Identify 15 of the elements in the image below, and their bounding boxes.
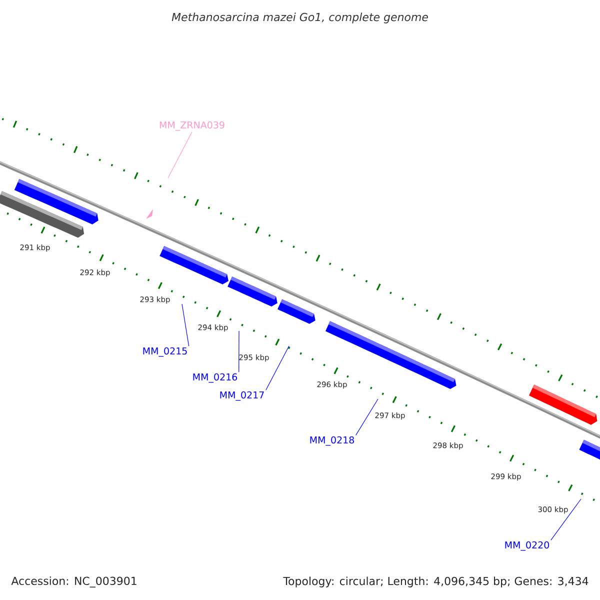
leader-line xyxy=(182,304,190,346)
gene-label: MM_0216 xyxy=(193,373,238,383)
gene-label: MM_0220 xyxy=(505,541,550,551)
leader-line xyxy=(168,132,192,178)
leader-line xyxy=(356,398,378,436)
gene-label: MM_0218 xyxy=(310,436,354,446)
gene-label: MM_0217 xyxy=(220,391,264,401)
gene-label: MM_ZRNA039 xyxy=(160,121,224,131)
title: Methanosarcina mazei Go1, complete genome xyxy=(172,12,428,24)
gene-label: MM_0215 xyxy=(143,347,187,357)
leader-line xyxy=(550,498,582,540)
accession-text: Accession: NC_003901 xyxy=(11,576,136,588)
leader-line xyxy=(266,346,290,390)
genome-summary-text: Topology: circular; Length: 4,096,345 bp; Genes: 3,434 xyxy=(283,576,588,588)
leader-line xyxy=(238,330,240,372)
